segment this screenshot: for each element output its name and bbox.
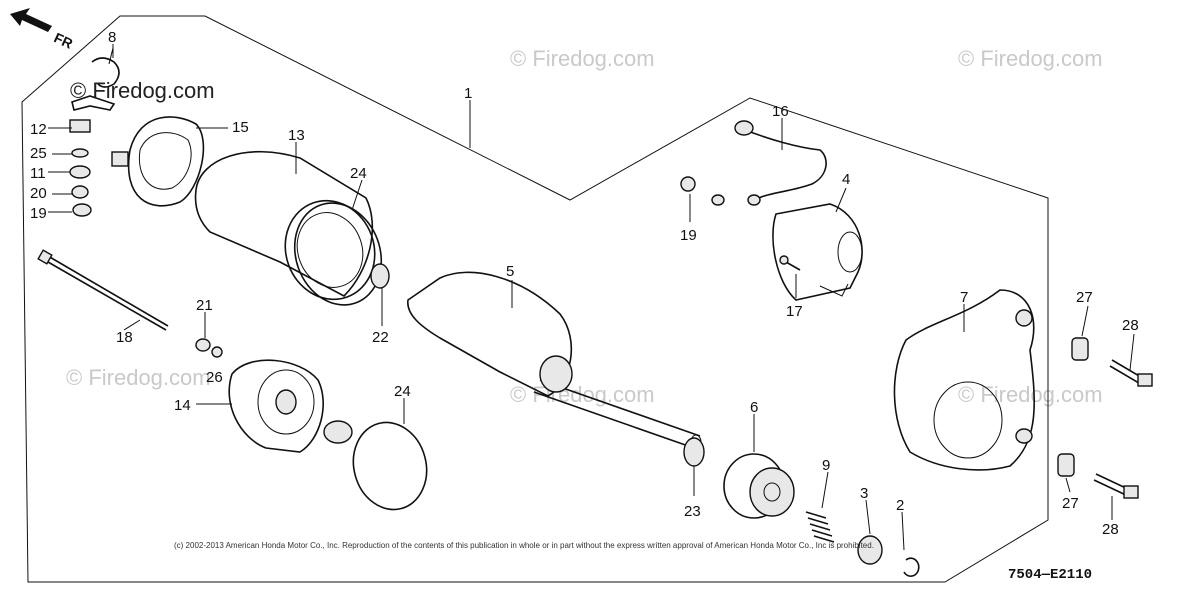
callout-5: 5	[506, 263, 514, 280]
part-27-dowel-upper	[1071, 337, 1089, 361]
part-28-bolt-upper	[1109, 359, 1153, 387]
callout-19-right: 19	[680, 227, 697, 244]
watermark: © Firedog.com	[70, 78, 215, 103]
callout-23: 23	[684, 503, 701, 520]
callout-12: 12	[30, 121, 47, 138]
callout-13: 13	[288, 127, 305, 144]
callout-20: 20	[30, 185, 47, 202]
callout-18: 18	[116, 329, 133, 346]
callout-26: 26	[206, 369, 223, 386]
part-4-solenoid	[772, 203, 863, 301]
callout-17: 17	[786, 303, 803, 320]
part-2-circlip	[903, 557, 920, 578]
part-22-washer	[370, 263, 390, 289]
callout-2: 2	[896, 497, 904, 514]
callout-15: 15	[232, 119, 249, 136]
part-24-o-ring-lower	[352, 421, 428, 511]
part-24-o-ring-upper	[293, 202, 383, 306]
callout-16: 16	[772, 103, 789, 120]
callout-27-lower: 27	[1062, 495, 1079, 512]
callout-9: 9	[822, 457, 830, 474]
callout-1: 1	[464, 85, 472, 102]
callout-27-upper: 27	[1076, 289, 1093, 306]
part-7-front-cover	[893, 289, 1035, 471]
callout-21: 21	[196, 297, 213, 314]
watermark: © Firedog.com	[958, 382, 1103, 407]
part-12-plate	[69, 95, 116, 133]
part-15-brush-holder	[111, 116, 205, 207]
watermark: © Firedog.com	[510, 46, 655, 71]
callout-24-lower: 24	[394, 383, 411, 400]
part-14-rear-cover	[228, 359, 324, 453]
part-3-collar	[857, 535, 883, 565]
callout-7: 7	[960, 289, 968, 306]
callout-28-lower: 28	[1102, 521, 1119, 538]
front-arrow-icon: FR	[10, 8, 75, 52]
callout-14: 14	[174, 397, 191, 414]
callout-11: 11	[30, 165, 46, 182]
part-17-screw	[779, 255, 801, 271]
assembly-outline	[21, 15, 1049, 583]
callout-labels: 1 8 12 25 11 20 19 15 13 24 5 21 18 22 2…	[30, 29, 1139, 538]
callout-3: 3	[860, 485, 868, 502]
callout-25: 25	[30, 145, 47, 162]
callout-22: 22	[372, 329, 389, 346]
diagram-code: 7504—E2110	[1008, 567, 1092, 583]
callout-6: 6	[750, 399, 758, 416]
callout-28-upper: 28	[1122, 317, 1139, 334]
callout-8: 8	[108, 29, 116, 46]
washer-21-26	[195, 338, 223, 358]
front-marker-label: FR	[52, 29, 76, 51]
callout-4: 4	[842, 171, 850, 188]
nuts-washers-stack	[69, 148, 92, 217]
callout-19-left: 19	[30, 205, 47, 222]
nut-right-small	[711, 194, 725, 206]
part-5-armature	[407, 271, 702, 450]
part-9-spring	[805, 511, 835, 543]
bushing	[323, 420, 353, 444]
part-6-pinion	[723, 453, 795, 519]
copyright-notice: (c) 2002-2013 American Honda Motor Co., …	[174, 541, 874, 550]
nut-19-right	[680, 176, 696, 192]
callout-24-upper: 24	[350, 165, 367, 182]
part-8-clip	[91, 47, 120, 88]
part-16-cable	[734, 120, 827, 206]
part-18-through-bolt	[37, 249, 169, 331]
part-23-washer	[683, 437, 705, 467]
part-13-yoke	[194, 150, 376, 301]
leader-lines	[48, 44, 1135, 551]
part-27-dowel-lower	[1057, 453, 1075, 477]
part-28-bolt-lower	[1093, 473, 1139, 499]
watermark: © Firedog.com	[958, 46, 1103, 71]
watermark: © Firedog.com	[66, 365, 211, 390]
